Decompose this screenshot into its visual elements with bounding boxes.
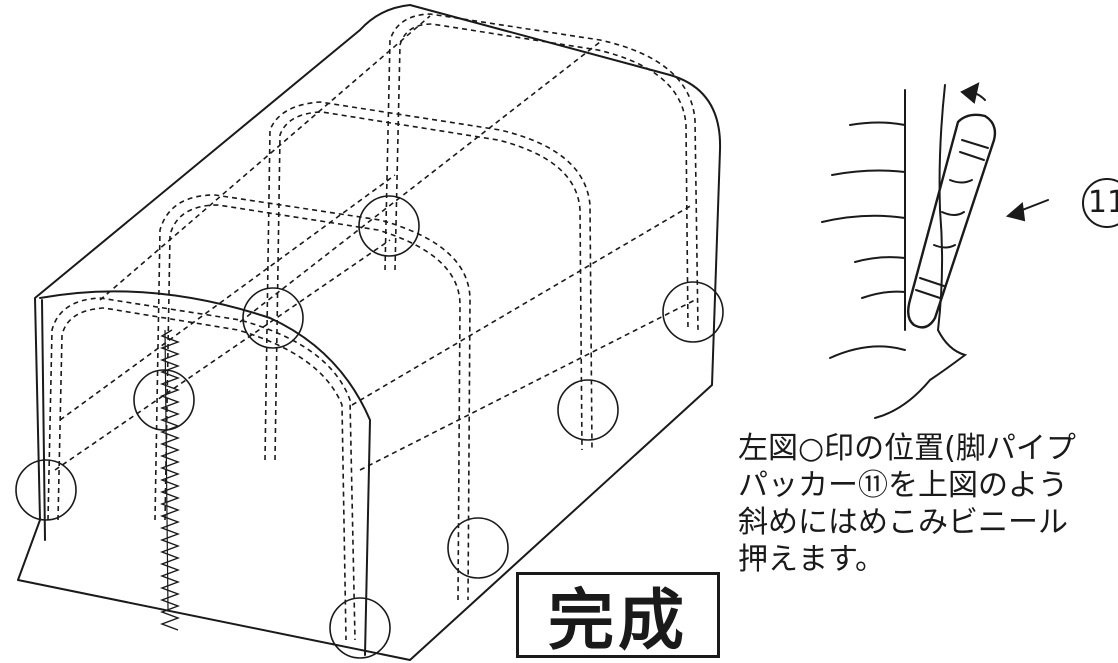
packer-position-marker (329, 597, 391, 659)
caption-line: 押えます。 (738, 542, 885, 577)
instruction-caption: 左図○印の位置(脚パイプ パッカー⑪を上図のよう 斜めにはめこみビニール 押えま… (738, 430, 1118, 578)
caption-line: 斜めにはめこみビニール (738, 505, 1068, 540)
packer-position-marker (15, 459, 77, 521)
caption-line: 左図○印の位置(脚パイプ (738, 431, 1076, 466)
packer-position-marker (447, 517, 509, 579)
completion-label: 完成 (516, 572, 720, 659)
packer-position-marker (133, 369, 195, 431)
pipe-frame (47, 13, 699, 641)
caption-line: パッカー⑪を上図のよう (738, 468, 1068, 503)
packer-position-marker (662, 281, 724, 343)
packer-position-marker (358, 195, 420, 257)
greenhouse-cover-outline (17, 4, 722, 661)
zipper (160, 329, 180, 631)
front-arch-edge (39, 290, 371, 656)
part-number-marker: 11 (1082, 178, 1118, 228)
packer-position-marker (557, 379, 619, 441)
packer-detail-illustration (821, 82, 1049, 419)
packer-position-marker (242, 287, 304, 349)
